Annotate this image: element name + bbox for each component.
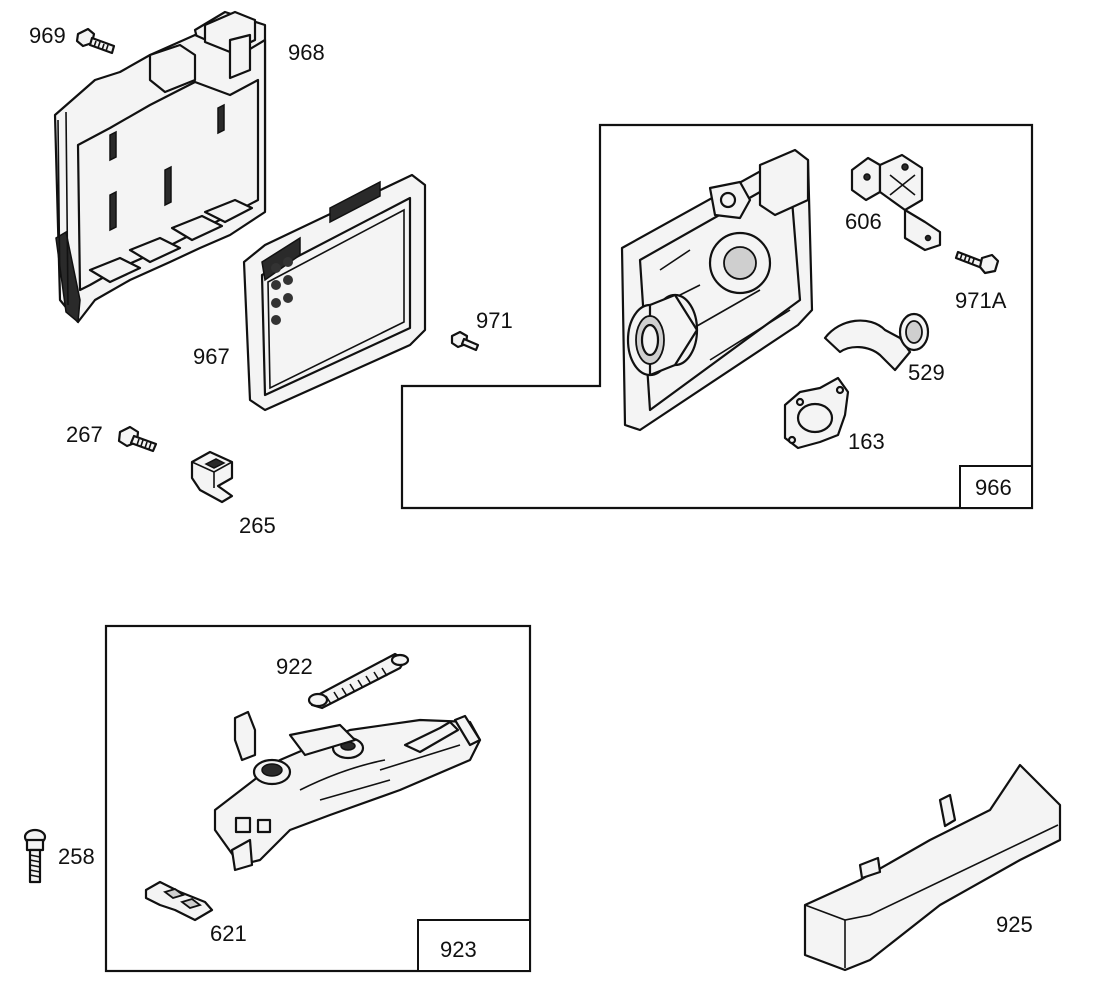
control-plate (213, 710, 482, 872)
callout-966: 966 (975, 475, 1012, 500)
callout-971: 971 (476, 308, 513, 333)
air-cleaner-base-968 (53, 10, 267, 324)
gasket-163 (783, 376, 850, 450)
callout-258: 258 (58, 844, 95, 869)
spring-922 (307, 652, 410, 710)
callout-163: 163 (848, 429, 885, 454)
callout-925: 925 (996, 912, 1033, 937)
cover-925 (803, 763, 1062, 972)
bolt-258 (23, 828, 47, 884)
air-filter-967 (242, 173, 427, 412)
screw-969 (75, 27, 116, 55)
carburetor-body (620, 148, 814, 432)
callout-969: 969 (29, 23, 66, 48)
link-621 (144, 880, 214, 922)
kit-label-box-923 (417, 919, 531, 972)
kit-label-box-966 (959, 465, 1033, 509)
callout-606: 606 (845, 209, 882, 234)
callout-967: 967 (193, 344, 230, 369)
bolt-971a (954, 250, 1000, 275)
callout-968: 968 (288, 40, 325, 65)
kit-frame-923 (104, 624, 532, 973)
callout-267: 267 (66, 422, 103, 447)
callout-621: 621 (210, 921, 247, 946)
elbow-hose-529 (823, 312, 930, 372)
callout-922: 922 (276, 654, 313, 679)
clip-265 (190, 450, 234, 504)
callout-971a: 971A (955, 288, 1007, 313)
callout-265: 265 (239, 513, 276, 538)
screw-267 (117, 425, 158, 453)
callout-923: 923 (440, 937, 477, 962)
kit-frame-966 (400, 123, 1034, 510)
bracket-606 (850, 153, 942, 252)
screw-971 (450, 330, 480, 352)
callout-529: 529 (908, 360, 945, 385)
